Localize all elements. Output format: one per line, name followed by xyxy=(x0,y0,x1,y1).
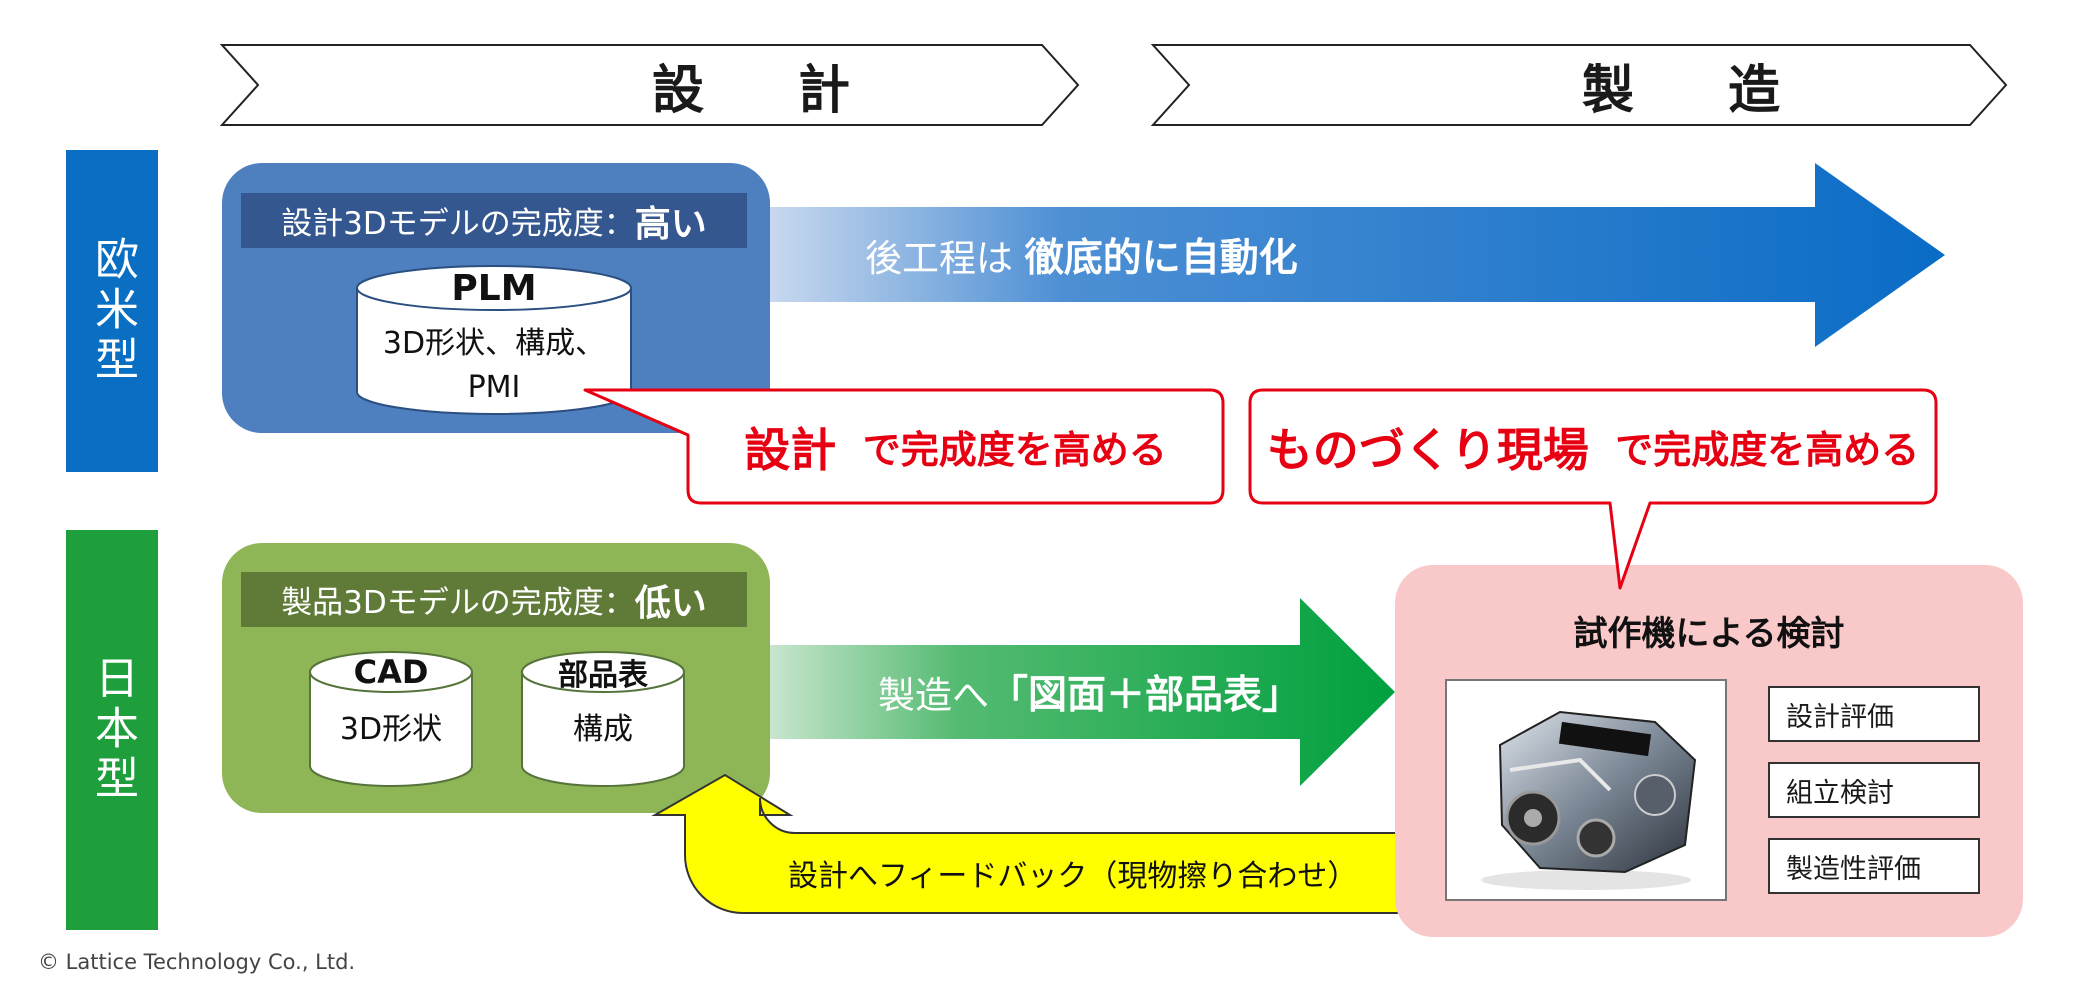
japanese-arrow-text: 製造へ「図面＋部品表」 xyxy=(878,667,1302,718)
japanese-callout-shape xyxy=(1248,388,1938,590)
japanese-header: 製品3Dモデルの完成度：低い xyxy=(241,572,747,627)
japanese-arrow xyxy=(768,598,1395,786)
japanese-arrow-emphasis: 「図面＋部品表」 xyxy=(989,673,1302,718)
feedback-text: 設計へフィードバック（現物擦り合わせ） xyxy=(788,859,1358,894)
japanese-side-label: 日本型 xyxy=(87,655,138,805)
plm-text: 3D形状、構成、 PMI xyxy=(357,322,631,410)
prototype-title: 試作機による検討 xyxy=(1573,613,1845,654)
feedback-arrow xyxy=(651,773,1401,914)
design-phase-chevron xyxy=(219,44,1080,126)
japanese-callout-emphasis: ものづくり現場 xyxy=(1266,422,1589,477)
western-arrow-prefix: 後工程は xyxy=(865,237,1013,280)
japanese-callout-rest: で完成度を高める xyxy=(1615,428,1920,472)
japanese-arrow-prefix: 製造へ xyxy=(878,674,989,717)
engine-image xyxy=(1481,710,1697,890)
japanese-header-prefix: 製品3Dモデルの完成度： xyxy=(281,585,635,621)
manufacturing-phase-chevron xyxy=(1150,44,2008,126)
prototype-item-design-evaluation: 設計評価 xyxy=(1768,686,1980,742)
western-arrow xyxy=(770,163,1945,347)
bom-cylinder xyxy=(521,651,685,787)
western-header-bar xyxy=(241,193,747,248)
prototype-item-manufacturability-evaluation: 製造性評価 xyxy=(1768,838,1980,894)
japanese-header-emphasis: 低い xyxy=(634,582,707,624)
bom-text: 構成 xyxy=(573,712,633,747)
plm-text-line1: 3D形状、構成、 xyxy=(382,326,606,361)
cad-title: CAD xyxy=(353,653,429,691)
western-arrow-text: 後工程は 徹底的に自動化 xyxy=(865,230,1298,281)
japanese-header-bar xyxy=(241,572,747,627)
western-header-emphasis: 高い xyxy=(634,203,707,245)
phase-manufacturing-label: 製 造 xyxy=(1581,60,1819,121)
phase-design-label: 設 計 xyxy=(651,60,889,121)
plm-cylinder xyxy=(356,265,632,415)
plm-text-line2: PMI xyxy=(467,370,521,405)
japanese-callout: ものづくり現場 で完成度を高める xyxy=(1250,390,1936,503)
japanese-sidebar xyxy=(66,530,158,930)
western-callout-emphasis: 設計 xyxy=(744,422,837,477)
western-sidebar xyxy=(66,150,158,472)
cad-cylinder xyxy=(309,651,473,787)
cad-text: 3D形状 xyxy=(339,712,443,747)
bom-title: 部品表 xyxy=(558,658,648,693)
plm-title: PLM xyxy=(451,267,537,309)
prototype-item-assembly-review: 組立検討 xyxy=(1768,762,1980,818)
western-callout: 設計 で完成度を高める xyxy=(688,390,1223,503)
western-header-prefix: 設計3Dモデルの完成度： xyxy=(281,206,635,242)
western-arrow-emphasis: 徹底的に自動化 xyxy=(1024,236,1298,281)
western-callout-shape xyxy=(583,388,1225,505)
copyright: © Lattice Technology Co., Ltd. xyxy=(38,950,356,974)
western-header: 設計3Dモデルの完成度：高い xyxy=(241,193,747,248)
western-callout-rest: で完成度を高める xyxy=(862,428,1167,472)
western-side-label: 欧米型 xyxy=(87,236,138,386)
